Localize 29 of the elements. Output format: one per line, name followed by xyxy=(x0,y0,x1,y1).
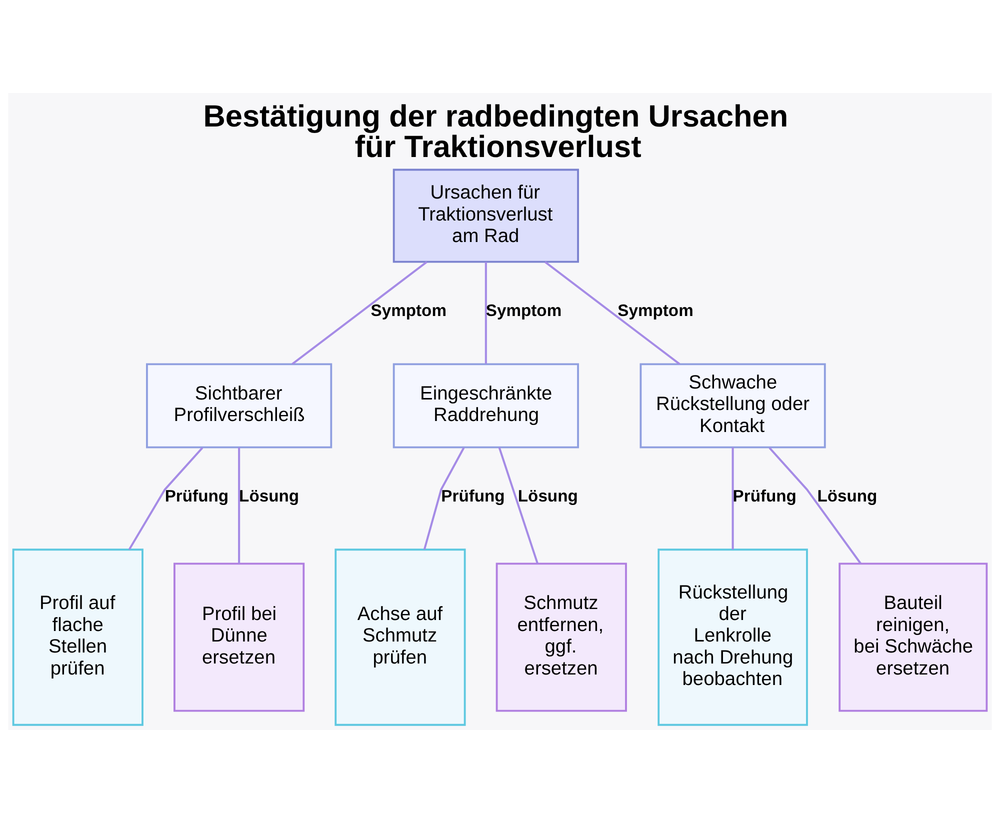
edge-label: Lösung xyxy=(518,486,578,506)
node-box: Achse auf Schmutz prüfen xyxy=(334,548,466,726)
edge-label: Prüfung xyxy=(441,486,505,506)
node-box: Ursachen für Traktionsverlust am Rad xyxy=(392,168,579,262)
connector xyxy=(484,261,487,364)
connector xyxy=(238,446,240,564)
node-box: Schwache Rückstellung oder Kontakt xyxy=(640,362,826,448)
node-box: Profil bei Dünne ersetzen xyxy=(174,562,305,712)
edge-label: Symptom xyxy=(618,300,694,320)
edge-label: Symptom xyxy=(486,300,562,320)
node-box: Schmutz entfernen, ggf. ersetzen xyxy=(496,562,627,712)
diagram-title: Bestätigung der radbedingten Ursachen für Traktionsverlust xyxy=(203,98,788,164)
connector xyxy=(423,446,465,550)
edge-label: Prüfung xyxy=(164,486,229,506)
connector xyxy=(732,446,734,550)
edge-label: Symptom xyxy=(370,300,446,320)
connector xyxy=(128,446,204,550)
node-box: Bauteil reinigen, bei Schwäche ersetzen xyxy=(838,562,988,712)
node-box: Rückstellung der Lenkrolle nach Drehung beobachten xyxy=(658,548,808,726)
node-box: Profil auf flache Stellen prüfen xyxy=(12,548,144,726)
node-box: Sichtbarer Profilverschleiß xyxy=(146,362,332,448)
connector xyxy=(292,260,428,364)
edge-label: Prüfung xyxy=(732,486,796,506)
connector xyxy=(768,446,862,564)
node-box: Eingeschränkte Raddrehung xyxy=(392,362,579,448)
edge-label: Lösung xyxy=(239,486,300,506)
edge-label: Lösung xyxy=(817,486,878,506)
connector xyxy=(498,446,539,564)
connector xyxy=(544,260,680,364)
